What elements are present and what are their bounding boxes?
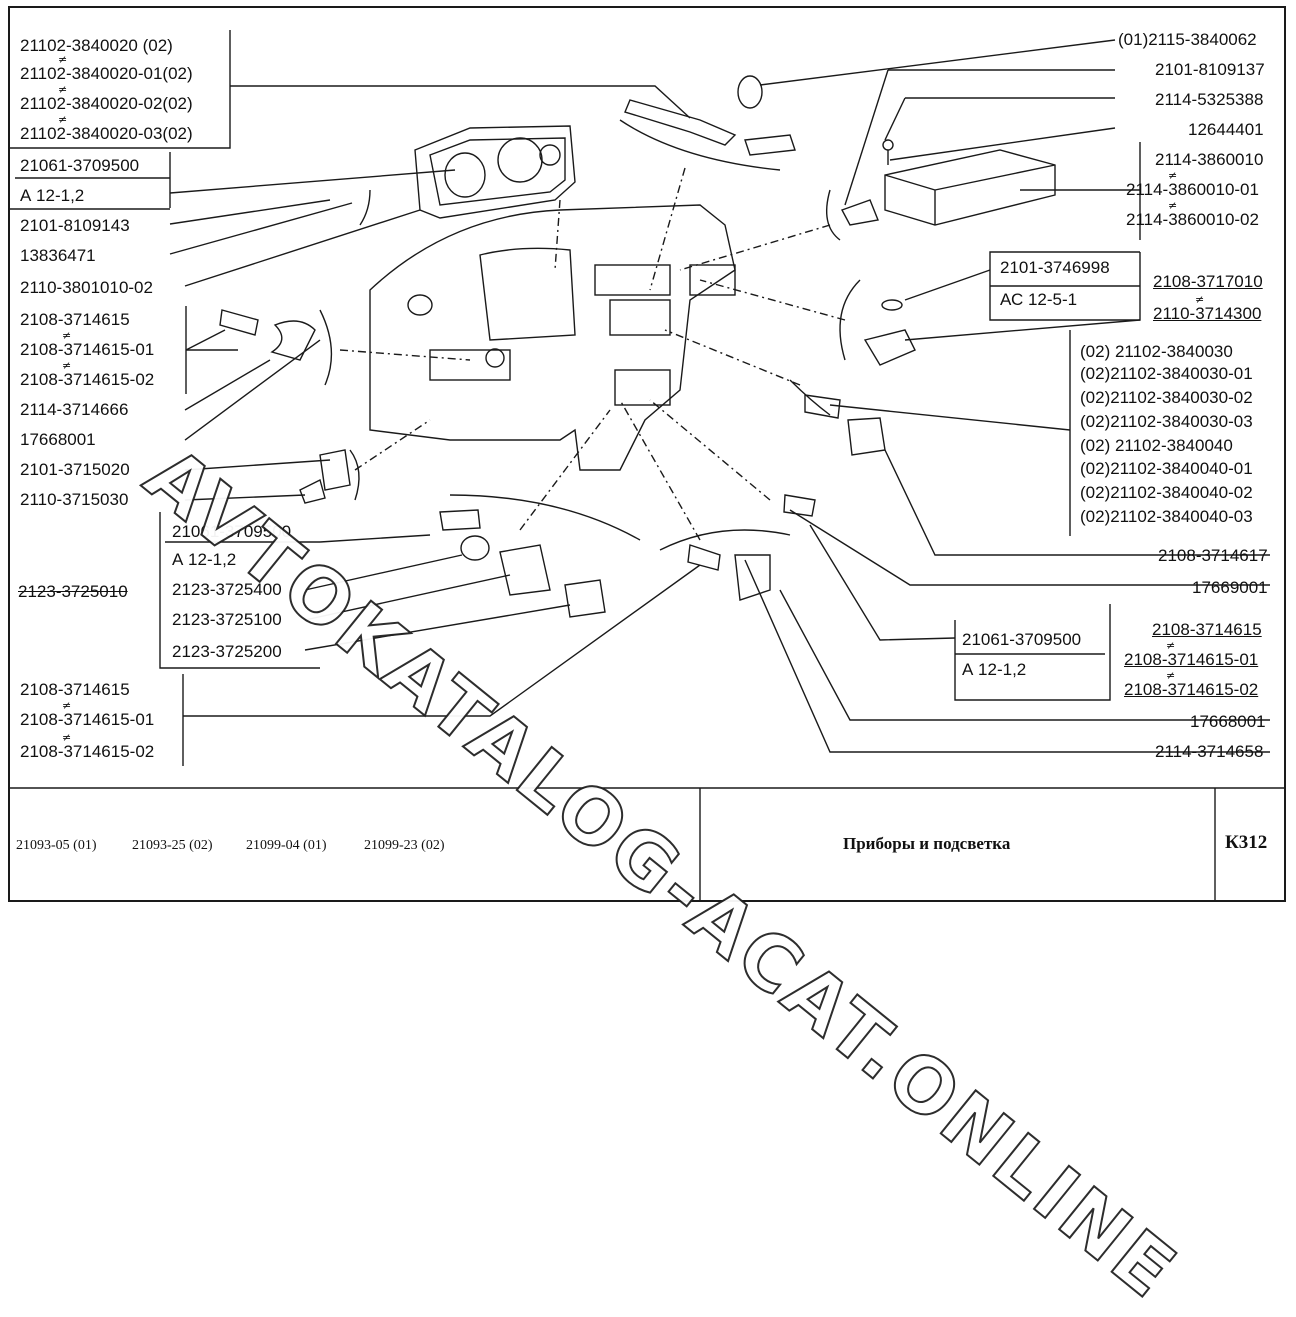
lamp-part-label: 21061-3709500 xyxy=(962,630,1082,649)
model-label: 21099-04 (01) xyxy=(246,838,327,853)
switch-part-3: 2108-3714615-02 xyxy=(1124,680,1259,699)
lamp-type-label: А 12-1,2 xyxy=(20,186,85,205)
not-equal-mark: ≠ xyxy=(58,83,68,96)
bracket-part-label: 2101-8109137 xyxy=(1155,60,1265,79)
lighter-assembly-label: 2123-3725010 xyxy=(18,582,128,601)
not-equal-mark: ≠ xyxy=(58,113,68,126)
not-equal-mark: ≠ xyxy=(62,359,72,372)
lamp-part-label: 2101-3746998 xyxy=(1000,258,1110,277)
lighter-lamp-label: 21061-3709500 xyxy=(172,522,292,541)
cluster-part-4: 21102-3840020-03(02) xyxy=(20,124,193,143)
screw-part-label: 12644401 xyxy=(1188,120,1264,139)
switch-part-1: 2108-3714615 xyxy=(20,310,130,329)
socket-part-label: 2110-3715030 xyxy=(20,490,129,509)
cluster-part-3: 21102-3840020-02(02) xyxy=(20,94,193,113)
drawing-frame xyxy=(8,6,1286,902)
not-equal-mark: ≠ xyxy=(62,731,72,744)
switch-part-1: 2108-3714615 xyxy=(1152,620,1262,639)
not-equal-mark: ≠ xyxy=(58,53,68,66)
heater-part-3: 2114-3860010-02 xyxy=(1126,210,1259,229)
not-equal-mark: ≠ xyxy=(62,699,72,712)
switch-part-3: 2108-3714615-02 xyxy=(20,370,155,389)
not-equal-mark: ≠ xyxy=(1168,169,1178,182)
model-label: 21099-23 (02) xyxy=(364,838,445,853)
sensor-part-1: (02) 21102-3840030 xyxy=(1080,342,1233,361)
not-equal-mark: ≠ xyxy=(1166,639,1176,652)
sheet-title: Приборы и подсветка xyxy=(843,834,1011,853)
not-equal-mark: ≠ xyxy=(62,329,72,342)
screw-part-label: 17668001 xyxy=(1190,712,1266,731)
switch-part-2: 2108-3714615-01 xyxy=(20,340,155,359)
lamp-type-label: АС 12-5-1 xyxy=(1000,290,1078,309)
not-equal-mark: ≠ xyxy=(1168,199,1178,212)
cap-part-label: (01)2115-3840062 xyxy=(1118,30,1257,49)
screw-part-label: 13836471 xyxy=(20,246,96,265)
lighter-part-3: 2123-3725200 xyxy=(172,642,282,661)
sensor-part-5: (02) 21102-3840040 xyxy=(1080,436,1233,455)
cluster-part-1: 21102-3840020 (02) xyxy=(20,36,173,55)
sheet-code: К312 xyxy=(1225,832,1268,853)
lighter-lamp-type: А 12-1,2 xyxy=(172,550,237,569)
holder-part-label: 2114-3714658 xyxy=(1155,742,1264,761)
bracket-part-label: 2101-8109143 xyxy=(20,216,130,235)
holder-part-label: 2114-3714666 xyxy=(20,400,129,419)
sensor-part-2: (02)21102-3840030-01 xyxy=(1080,364,1253,383)
lighter-part-1: 2123-3725400 xyxy=(172,580,282,599)
switch-assembly-label: 2108-3717010 xyxy=(1153,272,1263,291)
screw-part-label: 2114-5325388 xyxy=(1155,90,1264,109)
model-label: 21093-05 (01) xyxy=(16,838,97,853)
screw-part-label: 17668001 xyxy=(20,430,96,449)
sensor-part-7: (02)21102-3840040-02 xyxy=(1080,483,1253,502)
sensor-part-3: (02)21102-3840030-02 xyxy=(1080,388,1253,407)
switch-assembly-label: 2110-3714300 xyxy=(1153,304,1262,323)
model-label: 21093-25 (02) xyxy=(132,838,213,853)
socket-part-label: 2101-3715020 xyxy=(20,460,130,479)
cluster-assembly-label: 2110-3801010-02 xyxy=(20,278,153,297)
switch-part-2: 2108-3714615-01 xyxy=(1124,650,1259,669)
not-equal-mark: ≠ xyxy=(1195,293,1205,306)
cluster-part-2: 21102-3840020-01(02) xyxy=(20,64,193,83)
not-equal-mark: ≠ xyxy=(1166,669,1176,682)
lighter-part-2: 2123-3725100 xyxy=(172,610,282,629)
heater-part-2: 2114-3860010-01 xyxy=(1126,180,1259,199)
sensor-part-6: (02)21102-3840040-01 xyxy=(1080,459,1253,478)
sensor-part-4: (02)21102-3840030-03 xyxy=(1080,412,1253,431)
switch-part-3: 2108-3714615-02 xyxy=(20,742,155,761)
heater-part-1: 2114-3860010 xyxy=(1155,150,1264,169)
holder-part-label: 2108-3714617 xyxy=(1158,546,1268,565)
lamp-part-label: 21061-3709500 xyxy=(20,156,140,175)
lamp-type-label: А 12-1,2 xyxy=(962,660,1027,679)
sensor-part-8: (02)21102-3840040-03 xyxy=(1080,507,1253,526)
switch-part-2: 2108-3714615-01 xyxy=(20,710,155,729)
parts-diagram xyxy=(10,30,1286,902)
screw-part-label: 17669001 xyxy=(1192,578,1268,597)
switch-part-1: 2108-3714615 xyxy=(20,680,130,699)
